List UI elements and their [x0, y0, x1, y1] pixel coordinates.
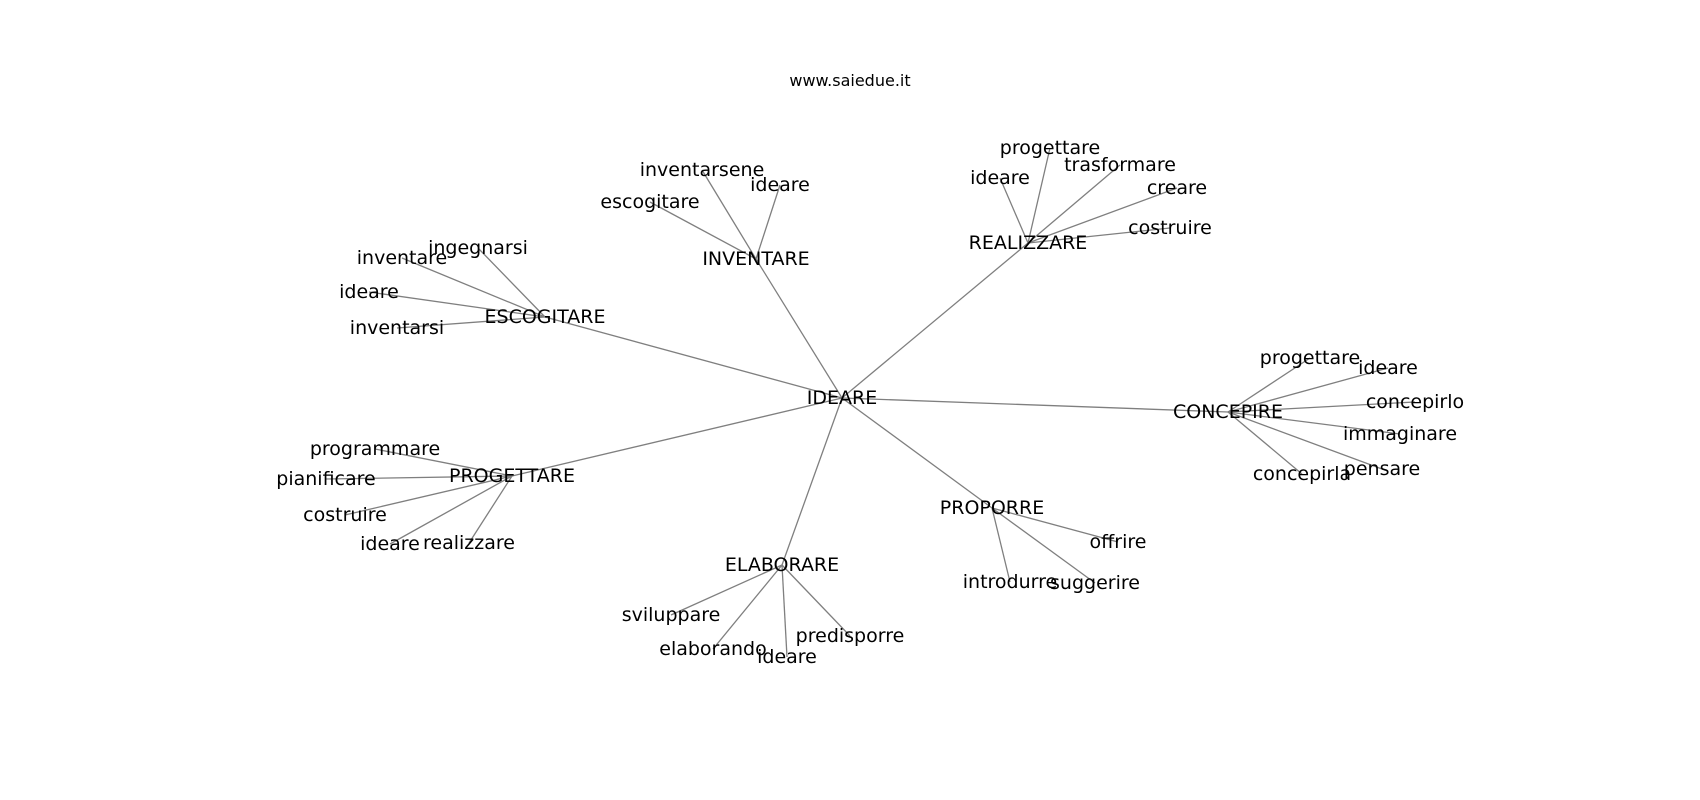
- node-concepire-leaf-progettare: progettare: [1260, 347, 1360, 369]
- node-inventare-leaf-inventarsene: inventarsene: [640, 159, 765, 181]
- edge-escogitare-inventare: [401, 257, 546, 318]
- edge-progettare-pianificare: [325, 475, 513, 480]
- edge-root-proporre: [841, 397, 993, 509]
- node-realizzare-leaf-trasformare: trasformare: [1064, 154, 1176, 176]
- edge-concepire-concepirla: [1227, 411, 1303, 475]
- node-proporre: PROPORRE: [940, 497, 1044, 519]
- edge-progettare-realizzare: [468, 475, 513, 544]
- edge-realizzare-ideare: [999, 177, 1029, 244]
- edge-concepire-pensare: [1227, 411, 1383, 470]
- node-elaborare-leaf-elaborando: elaborando: [659, 638, 766, 660]
- node-proporre-leaf-introdurre: introdurre: [963, 571, 1057, 593]
- node-concepire-leaf-concepirlo: concepirlo: [1366, 391, 1464, 413]
- node-realizzare-leaf-ideare: ideare: [970, 167, 1030, 189]
- node-progettare: PROGETTARE: [449, 465, 575, 487]
- node-escogitare-leaf-ideare: ideare: [339, 281, 399, 303]
- node-proporre-leaf-offrire: offrire: [1090, 531, 1147, 553]
- edge-root-inventare: [755, 258, 843, 399]
- edge-concepire-immaginare: [1227, 411, 1401, 435]
- node-concepire-leaf-ideare: ideare: [1358, 357, 1418, 379]
- edge-progettare-programmare: [374, 448, 513, 477]
- node-escogitare-leaf-inventarsi: inventarsi: [350, 317, 444, 339]
- node-realizzare-leaf-progettare: progettare: [1000, 137, 1100, 159]
- node-inventare-leaf-escogitare: escogitare: [600, 191, 699, 213]
- edge-proporre-introdurre: [991, 507, 1011, 583]
- node-elaborare-leaf-sviluppare: sviluppare: [622, 604, 721, 626]
- node-escogitare-leaf-inventare: inventare: [357, 247, 447, 269]
- node-progettare-leaf-realizzare: realizzare: [423, 532, 515, 554]
- graph-labels: IDEAREINVENTAREinventarseneideareescogit…: [276, 137, 1464, 668]
- node-realizzare-leaf-creare: creare: [1147, 177, 1207, 199]
- edge-root-elaborare: [781, 397, 843, 566]
- edge-progettare-costruire: [344, 475, 513, 516]
- edge-escogitare-inventarsi: [396, 316, 546, 329]
- node-concepire-leaf-concepirla: concepirla: [1253, 463, 1351, 485]
- edge-root-realizzare: [841, 242, 1029, 399]
- node-progettare-leaf-ideare: ideare: [360, 533, 420, 555]
- edge-progettare-ideare: [389, 475, 513, 545]
- node-concepire-leaf-pensare: pensare: [1344, 458, 1420, 480]
- edge-proporre-suggerire: [991, 507, 1096, 584]
- edge-inventare-escogitare: [649, 201, 757, 260]
- edge-realizzare-trasformare: [1027, 164, 1121, 244]
- node-progettare-leaf-costruire: costruire: [303, 504, 387, 526]
- edge-concepire-progettare: [1227, 357, 1311, 413]
- edge-concepire-ideare: [1227, 367, 1389, 413]
- node-elaborare-leaf-ideare: ideare: [757, 646, 817, 668]
- graph-edges: [325, 147, 1416, 658]
- node-elaborare: ELABORARE: [725, 554, 839, 576]
- node-root: IDEARE: [807, 387, 877, 409]
- node-escogitare-leaf-ingegnarsi: ingegnarsi: [428, 237, 528, 259]
- edge-realizzare-costruire: [1027, 227, 1171, 244]
- edge-inventare-ideare: [755, 184, 781, 260]
- edge-inventare-inventarsene: [701, 169, 757, 260]
- edge-root-progettare: [511, 397, 843, 477]
- edge-realizzare-creare: [1027, 187, 1178, 244]
- node-elaborare-leaf-predisporre: predisporre: [796, 625, 905, 647]
- edge-elaborare-elaborando: [712, 564, 783, 650]
- node-concepire-leaf-immaginare: immaginare: [1343, 423, 1457, 445]
- edge-proporre-offrire: [991, 507, 1119, 543]
- edge-elaborare-predisporre: [781, 564, 851, 637]
- node-realizzare: REALIZZARE: [969, 232, 1088, 254]
- node-inventare-leaf-ideare: ideare: [750, 174, 810, 196]
- edge-elaborare-ideare: [781, 564, 788, 658]
- node-realizzare-leaf-costruire: costruire: [1128, 217, 1212, 239]
- node-inventare: INVENTARE: [702, 248, 809, 270]
- node-progettare-leaf-programmare: programmare: [310, 438, 440, 460]
- node-progettare-leaf-pianificare: pianificare: [276, 468, 375, 490]
- site-title: www.saiedue.it: [789, 71, 911, 90]
- node-concepire: CONCEPIRE: [1173, 401, 1283, 423]
- node-escogitare: ESCOGITARE: [485, 306, 606, 328]
- edge-escogitare-ideare: [368, 291, 546, 318]
- edge-realizzare-progettare: [1027, 147, 1051, 244]
- edge-elaborare-sviluppare: [670, 564, 783, 616]
- edge-escogitare-ingegnarsi: [477, 247, 546, 318]
- edge-concepire-concepirlo: [1227, 401, 1416, 413]
- edge-root-concepire: [841, 397, 1229, 413]
- node-proporre-leaf-suggerire: suggerire: [1050, 572, 1140, 594]
- edge-root-escogitare: [544, 316, 843, 399]
